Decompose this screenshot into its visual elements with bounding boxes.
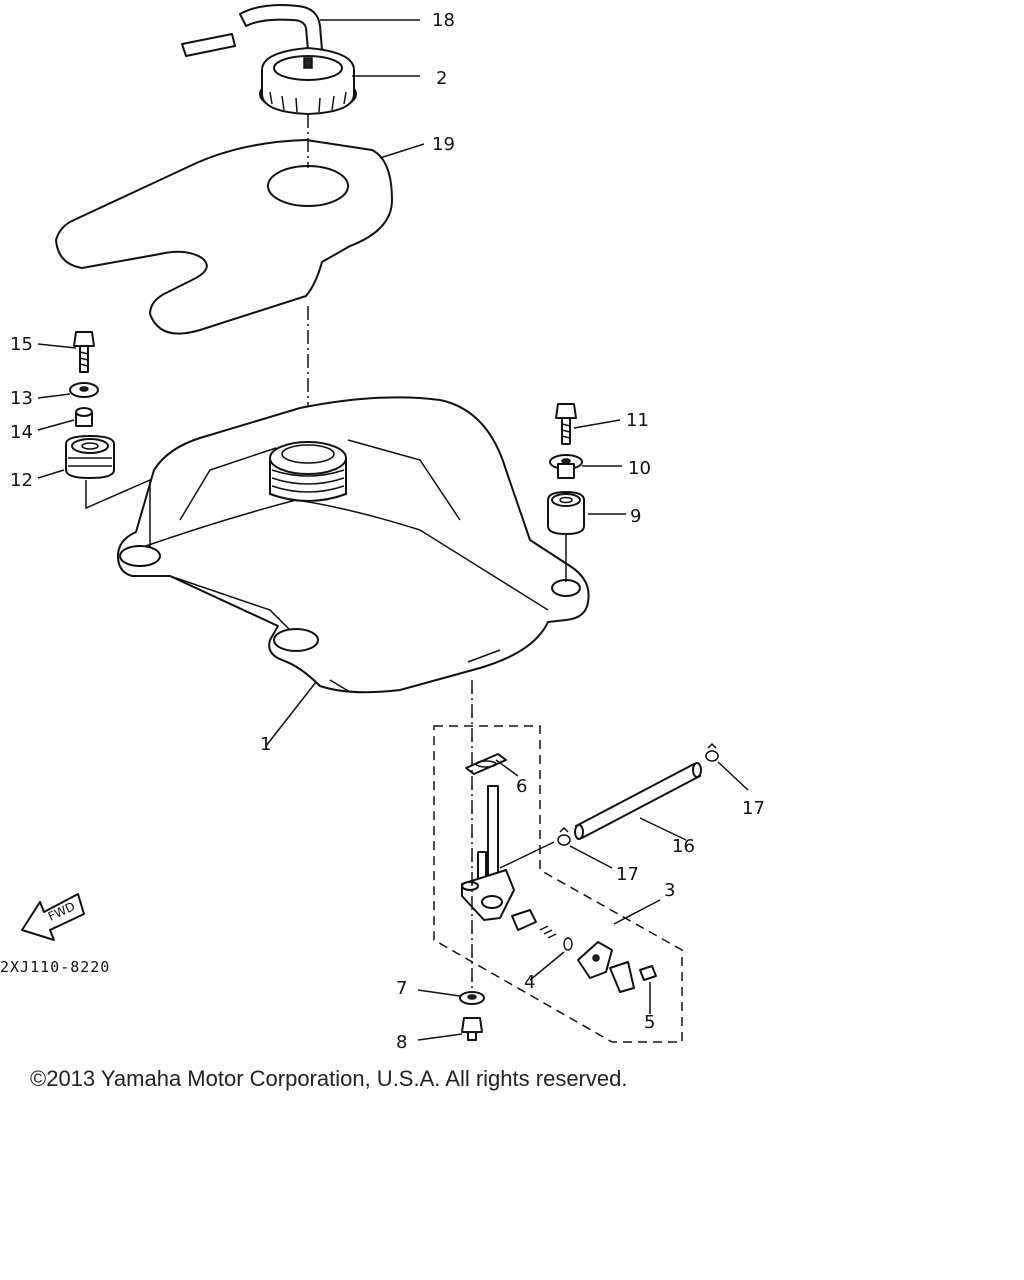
part-protector-pad [55, 139, 393, 335]
callout-6: 6 [516, 776, 527, 797]
callout-8: 8 [396, 1032, 407, 1053]
callout-15: 15 [10, 334, 33, 355]
callout-9: 9 [630, 506, 641, 527]
part-damper-right [547, 491, 585, 535]
callout-2: 2 [436, 68, 447, 89]
part-fuel-tank [117, 396, 590, 694]
callout-16: 16 [672, 836, 695, 857]
callout-7: 7 [396, 978, 407, 999]
callout-1: 1 [260, 734, 271, 755]
callout-11: 11 [626, 410, 649, 431]
callout-18: 18 [432, 10, 455, 31]
part-fuel-cap [259, 47, 357, 115]
part-damper-left [65, 435, 115, 479]
callout-4: 4 [524, 972, 535, 993]
callout-3: 3 [664, 880, 675, 901]
part-bolt-right [555, 403, 577, 445]
fwd-arrow-icon: FWD [21, 893, 85, 941]
fuel-tank-exploded-diagram: FWD 2XJ110-8220 18 2 19 15 13 14 12 11 1… [0, 4, 765, 1053]
part-collar-right [549, 454, 583, 479]
part-lever-plate [577, 941, 657, 993]
callout-17-lower: 17 [616, 864, 639, 885]
part-spring-set [511, 909, 573, 951]
callout-14: 14 [10, 422, 33, 443]
callout-5: 5 [644, 1012, 655, 1033]
callout-12: 12 [10, 470, 33, 491]
part-hose-clip-upper [705, 742, 719, 762]
copyright-notice: ©2013 Yamaha Motor Corporation, U.S.A. A… [30, 1066, 628, 1091]
part-hose-clip-lower [557, 826, 571, 846]
part-bolt-left [73, 331, 95, 373]
reference-code: 2XJ110-8220 [0, 958, 110, 976]
part-washer-left [69, 382, 99, 398]
callout-10: 10 [628, 458, 651, 479]
callout-17-upper: 17 [742, 798, 765, 819]
part-collar-left [75, 407, 93, 427]
part-drain-bolt [461, 1017, 483, 1041]
part-fuel-cock [461, 785, 515, 921]
part-fuel-hose [574, 762, 702, 840]
callout-13: 13 [10, 388, 33, 409]
part-washer-drain [459, 991, 485, 1005]
callout-19: 19 [432, 134, 455, 155]
